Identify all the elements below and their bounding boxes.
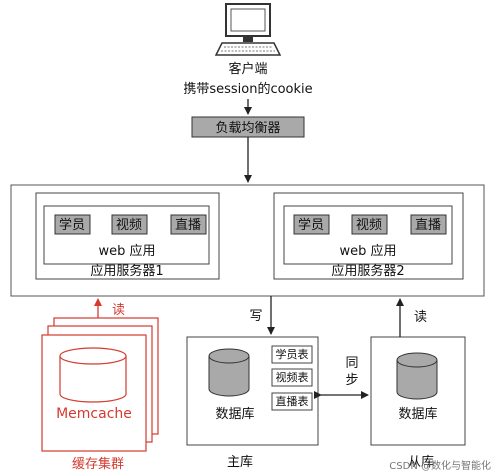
module-label: 视频 — [356, 218, 382, 233]
module-label: 直播 — [175, 218, 201, 233]
web-app-label: web 应用 — [339, 243, 396, 259]
module-label: 直播 — [415, 218, 441, 233]
table-label: 学员表 — [276, 347, 309, 361]
app-server-2: 学员 视频 直播 web 应用 应用服务器2 — [273, 192, 464, 280]
module-label: 学员 — [59, 217, 85, 233]
module-box — [410, 214, 447, 235]
app-server-1: 学员 视频 直播 web 应用 应用服务器1 — [35, 192, 220, 280]
cache-read-label: 读 — [112, 303, 125, 318]
table-box — [271, 368, 313, 387]
module-box — [54, 214, 91, 235]
module-box — [351, 214, 388, 235]
slave-db-label: 数据库 — [398, 406, 437, 422]
cache-name: Memcache — [56, 406, 132, 422]
module-box — [170, 214, 207, 235]
module-box — [293, 214, 330, 235]
module-label: 视频 — [116, 218, 142, 233]
slave-read-label: 读 — [414, 310, 427, 325]
module-box — [111, 214, 148, 235]
client-label: 客户端 — [228, 61, 267, 77]
watermark-text: CSDN @数化与智能化 — [389, 459, 491, 472]
cache-caption: 缓存集群 — [72, 456, 124, 472]
app-server-label: 应用服务器2 — [331, 263, 404, 279]
module-label: 学员 — [298, 217, 324, 233]
sync-label-2: 步 — [345, 373, 358, 388]
table-label: 直播表 — [276, 394, 309, 408]
table-box — [271, 392, 313, 411]
database-icon — [396, 352, 438, 400]
master-db: 数据库 学员表 视频表 直播表 — [186, 336, 319, 446]
cache-cluster: Memcache — [41, 317, 159, 452]
table-box — [271, 345, 313, 364]
web-app-label: web 应用 — [98, 243, 155, 259]
slave-db-caption: 从库 — [408, 454, 434, 470]
computer-icon — [214, 3, 282, 56]
master-db-label: 数据库 — [215, 406, 254, 422]
slave-db: 数据库 — [370, 336, 466, 446]
cache-database-icon — [59, 347, 127, 403]
write-label: 写 — [249, 309, 262, 324]
sync-label-1: 同 — [345, 356, 358, 371]
load-balancer-label: 负载均衡器 — [215, 121, 280, 136]
database-icon — [208, 348, 250, 397]
master-db-caption: 主库 — [227, 454, 253, 470]
app-server-label: 应用服务器1 — [90, 263, 163, 279]
table-label: 视频表 — [276, 370, 309, 384]
client-cookie-label: 携带session的cookie — [183, 81, 312, 97]
